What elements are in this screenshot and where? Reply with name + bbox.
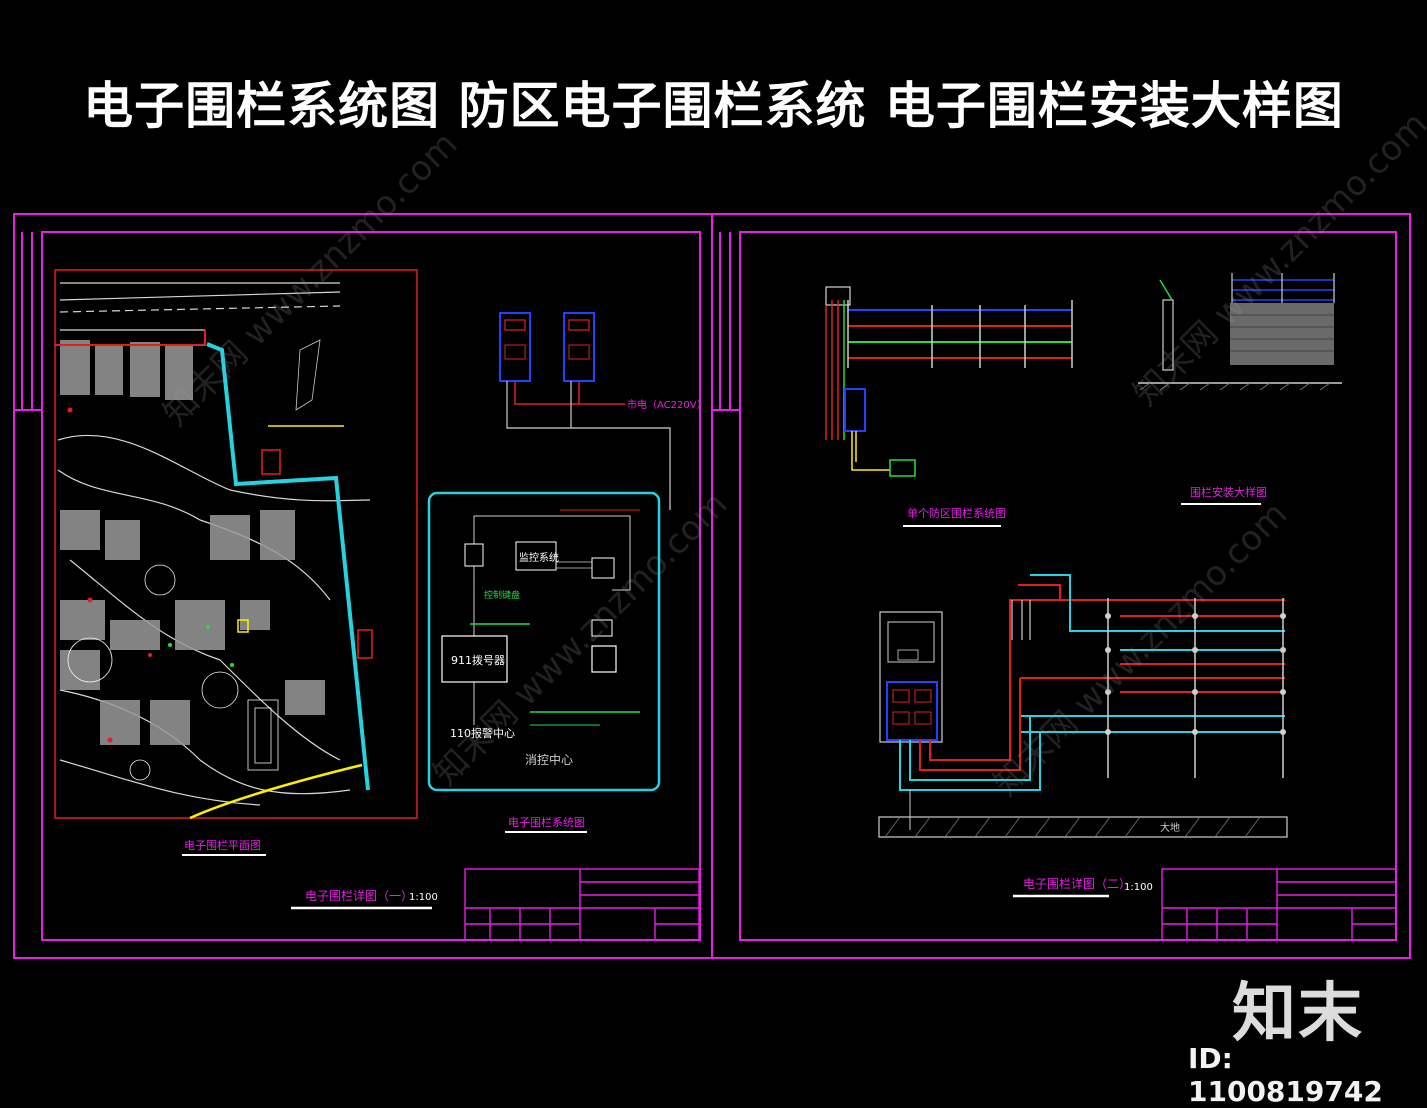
sheet1-title: 电子围栏详图（一） bbox=[305, 888, 413, 903]
title-block-2 bbox=[1161, 868, 1397, 941]
install-caption: 围栏安装大样图 bbox=[1190, 485, 1267, 499]
sheet1-scale: 1:100 bbox=[409, 892, 438, 903]
monitor-label: 监控系统 bbox=[519, 551, 559, 564]
site-plan-caption: 电子围栏平面图 bbox=[184, 838, 261, 852]
page-title: 电子围栏系统图 防区电子围栏系统 电子围栏安装大样图 bbox=[83, 77, 1344, 135]
image-id-label: ID: 1100819742 bbox=[1188, 1042, 1383, 1108]
sheet2-title: 电子围栏详图（二） bbox=[1023, 876, 1131, 891]
fence-diagram-caption: 单个防区围栏系统图 bbox=[907, 506, 1006, 520]
fence-install-detail bbox=[1138, 273, 1342, 391]
brand-logo: 知末 bbox=[1232, 977, 1364, 1051]
controller-label: 控制键盘 bbox=[484, 589, 520, 601]
site-plan bbox=[54, 269, 418, 820]
dialer-label: 911拨号器 bbox=[451, 653, 505, 667]
power-label: 市电（AC220V） bbox=[627, 398, 707, 411]
sheet2-scale: 1:100 bbox=[1124, 882, 1153, 893]
single-zone-fence-diagram bbox=[825, 286, 1073, 477]
drawing-frame bbox=[13, 213, 1411, 959]
fence-wiring-diagram bbox=[878, 574, 1288, 838]
system-diagram bbox=[427, 312, 671, 792]
alarm-center-label: 110报警中心 bbox=[450, 726, 515, 740]
system-diagram-caption: 电子围栏系统图 bbox=[508, 815, 585, 829]
control-room-label: 消控中心 bbox=[525, 752, 573, 767]
ground-label: 大地 bbox=[1160, 821, 1180, 834]
title-block-1 bbox=[464, 868, 700, 941]
